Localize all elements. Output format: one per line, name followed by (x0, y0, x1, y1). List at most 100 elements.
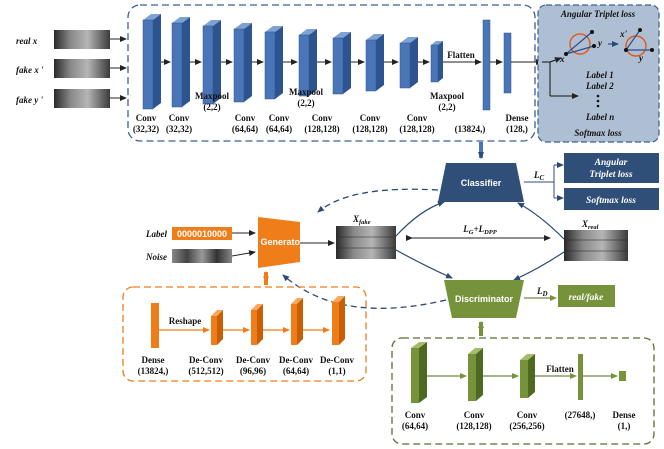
real-to-discriminator-arrow (513, 251, 565, 281)
disc-dense-size: (1,) (618, 421, 631, 431)
fake-to-discriminator-arrow (395, 249, 453, 279)
fake-to-classifier-arrow (395, 201, 445, 237)
maxpool-label-1: Maxpool (195, 91, 230, 101)
input-image-fake-x (54, 59, 110, 78)
classifier-branch-labels: Conv (32,32) Conv (32,32) Maxpool (2,2) … (133, 50, 529, 134)
softmax-loss-label: Softmax loss (574, 128, 622, 138)
classifier-label: Classifier (461, 178, 502, 188)
noise-image (172, 249, 232, 263)
input-label-fake-x: fake x ' (16, 65, 44, 75)
deconv-size-3: (64,64) (283, 366, 309, 376)
angular-triplet-loss-line1: Angular (594, 158, 628, 168)
conv-block-5 (264, 26, 283, 100)
maxpool-label-2: Maxpool (289, 87, 324, 97)
x-real-label: Xreal (581, 219, 599, 231)
flatten-size: (13824,) (455, 124, 486, 134)
input-image-fake-y (54, 89, 110, 108)
conv-block-9 (399, 37, 418, 89)
axis-y-left: y (597, 38, 603, 48)
conv-label-2: Conv (169, 113, 190, 123)
disc-conv-label-1: Conv (405, 410, 426, 420)
classifier-feedback-arrow (317, 188, 439, 213)
generator-inputs: Label 0000010000 Noise (145, 227, 256, 263)
conv-label-1: Conv (136, 113, 157, 123)
disc-flatten-size: (27648,) (565, 410, 596, 420)
generator-node (258, 217, 300, 268)
angular-triplet-loss-line2: Triplet loss (589, 170, 632, 180)
lc-symbol: LC (533, 170, 545, 182)
label-code: 0000010000 (177, 229, 227, 239)
flatten-layer (482, 19, 491, 111)
label-1: Label 1 (585, 70, 614, 80)
conv-label-3: Conv (235, 113, 256, 123)
conv-block-1 (142, 14, 161, 110)
conv-size-2: (32,32) (166, 124, 192, 134)
disc-conv-label-2: Conv (464, 410, 485, 420)
classifier-node (438, 163, 524, 202)
maxpool-size-2: (2,2) (297, 98, 314, 108)
disc-conv-size-3: (256,256) (509, 421, 544, 431)
loss-panel: Angular Triplet loss x y x' y Lab (537, 4, 660, 143)
conv-size-1: (32,32) (133, 124, 159, 134)
label-2: Label 2 (585, 81, 614, 91)
axis-x-prime-right: x' (619, 29, 628, 39)
conv-label-5: Conv (312, 113, 333, 123)
deconv-block-1 (211, 310, 223, 345)
generator-branch-stack: Reshape Dense (13824,) De-Conv (512,512) (138, 296, 354, 376)
fake-image (336, 226, 396, 259)
angle-diagram-right: x' y (619, 28, 654, 63)
axis-x-left: x (559, 54, 565, 64)
disc-conv-size-2: (128,128) (456, 421, 491, 431)
deconv-label-1: De-Conv (189, 355, 223, 365)
generator-branch-frame (122, 286, 367, 382)
disc-flatten-label: Flatten (546, 364, 574, 374)
softmax-loss-box-label: Softmax loss (586, 196, 636, 206)
real-fake-box (558, 285, 615, 307)
dense-label: Dense (506, 113, 529, 123)
discriminator-branch-frame (391, 337, 655, 445)
disc-conv-size-1: (64,64) (402, 421, 428, 431)
deconv-block-2 (251, 304, 263, 345)
dense-layer (503, 32, 512, 94)
gen-dense-size: (13824,) (138, 366, 169, 376)
deconv-size-4: (1,1) (328, 366, 345, 376)
input-label-fake-y: fake y ' (16, 95, 43, 105)
conv-block-10 (430, 41, 443, 83)
disc-flatten-layer (578, 354, 583, 400)
conv-size-3: (64,64) (232, 124, 258, 134)
input-label-real-x: real x (16, 36, 38, 46)
deconv-block-3 (291, 298, 303, 345)
conv-block-3 (202, 20, 221, 105)
disc-conv-label-3: Conv (517, 410, 538, 420)
deconv-label-4: De-Conv (320, 355, 354, 365)
disc-dense-layer (619, 371, 626, 381)
gan-loss-label: LG+LDPP (462, 224, 498, 236)
label-code-box (172, 227, 232, 240)
label-n: Label n (585, 112, 614, 122)
gen-dense-layer (151, 303, 159, 348)
disc-conv-block-1 (411, 342, 427, 403)
maxpool-size-1: (2,2) (203, 102, 220, 112)
gen-dense-label: Dense (142, 355, 165, 365)
classifier-conv-stack (142, 14, 543, 111)
conv-size-6: (128,128) (352, 124, 387, 134)
maxpool-label-3: Maxpool (430, 91, 465, 101)
generator-label: Generator (260, 237, 304, 247)
conv-label-6: Conv (360, 113, 381, 123)
discriminator-node (444, 280, 524, 318)
softmax-loss-box (564, 188, 659, 210)
conv-block-2 (171, 17, 190, 108)
dense-size: (128,) (506, 124, 528, 134)
classifier-branch-frame (127, 4, 536, 142)
conv-label-7: Conv (407, 113, 428, 123)
reshape-label: Reshape (169, 316, 202, 326)
discriminator-label: Discriminator (455, 294, 514, 304)
discriminator-feedback-arrow (282, 274, 447, 309)
conv-block-6 (298, 29, 317, 97)
conv-block-8 (365, 34, 384, 92)
real-image (564, 230, 628, 261)
x-fake-label: Xfake (352, 214, 371, 226)
disc-conv-block-3 (520, 354, 535, 398)
